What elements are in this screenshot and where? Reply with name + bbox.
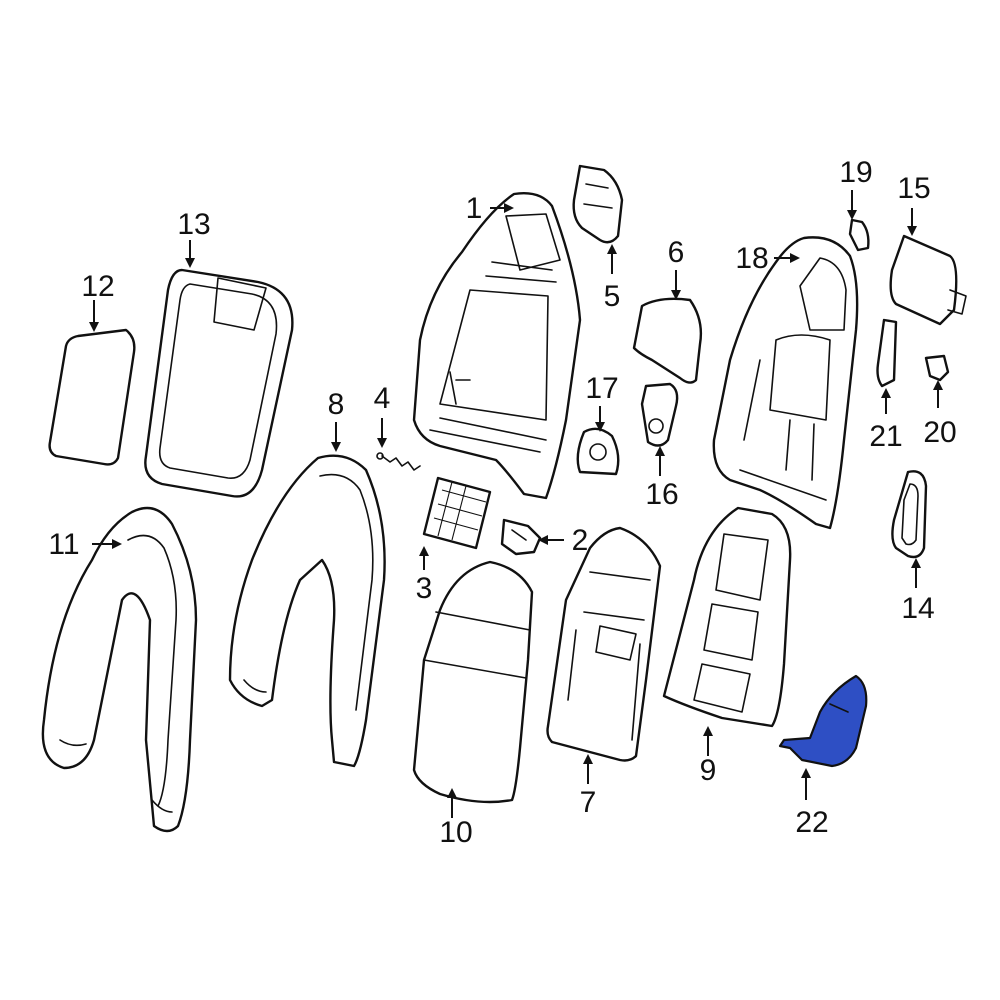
callout-18[interactable]: 18 <box>735 242 768 275</box>
part-15-module[interactable] <box>889 234 967 326</box>
part-16-switch[interactable] <box>640 382 679 447</box>
callout-3[interactable]: 3 <box>416 572 433 605</box>
part-13-cover[interactable] <box>144 268 294 498</box>
part-14-trim-ring[interactable] <box>891 470 928 559</box>
part-17-knob[interactable] <box>576 427 620 476</box>
part-21-trim[interactable] <box>876 318 898 388</box>
callout-10[interactable]: 10 <box>439 816 472 849</box>
callout-22[interactable]: 22 <box>795 806 828 839</box>
part-9-frame-panel[interactable] <box>662 506 792 728</box>
callout-11[interactable]: 11 <box>48 528 79 561</box>
callout-1[interactable]: 1 <box>466 192 483 225</box>
part-19-clip[interactable] <box>848 218 870 252</box>
callout-19[interactable]: 19 <box>839 156 872 189</box>
part-12-pad[interactable] <box>48 328 136 466</box>
callout-5[interactable]: 5 <box>604 280 621 313</box>
callout-12[interactable]: 12 <box>81 270 114 303</box>
part-18-back-shell[interactable] <box>712 236 859 530</box>
callout-15[interactable]: 15 <box>897 172 930 205</box>
callout-7[interactable]: 7 <box>580 786 597 819</box>
callout-6[interactable]: 6 <box>668 236 685 269</box>
callout-16[interactable]: 16 <box>645 478 678 511</box>
leaders <box>89 190 943 818</box>
callout-17[interactable]: 17 <box>585 372 618 405</box>
part-2-bracket[interactable] <box>500 518 542 556</box>
callout-9[interactable]: 9 <box>700 754 717 787</box>
part-7-board[interactable] <box>546 526 662 762</box>
callout-8[interactable]: 8 <box>328 388 345 421</box>
part-20-fastener[interactable] <box>924 354 950 382</box>
part-11-bolster[interactable] <box>41 506 198 833</box>
callout-13[interactable]: 13 <box>177 208 210 241</box>
callout-labels: 1 2 3 4 5 6 7 8 9 10 11 12 13 14 15 16 1… <box>48 156 956 849</box>
callout-2[interactable]: 2 <box>572 524 589 557</box>
part-5-bracket[interactable] <box>572 164 624 244</box>
callout-20[interactable]: 20 <box>923 416 956 449</box>
part-22-highlighted[interactable] <box>778 674 868 768</box>
part-10-back-panel[interactable] <box>412 560 534 804</box>
callout-14[interactable]: 14 <box>901 592 934 625</box>
part-8-panel[interactable] <box>228 454 386 768</box>
part-3-lumbar-mat[interactable] <box>422 476 492 550</box>
callout-21[interactable]: 21 <box>869 420 902 453</box>
part-1-frame[interactable] <box>412 192 582 500</box>
callout-4[interactable]: 4 <box>374 382 391 415</box>
part-4-spring[interactable] <box>376 452 421 471</box>
part-6-cover[interactable] <box>632 297 703 384</box>
